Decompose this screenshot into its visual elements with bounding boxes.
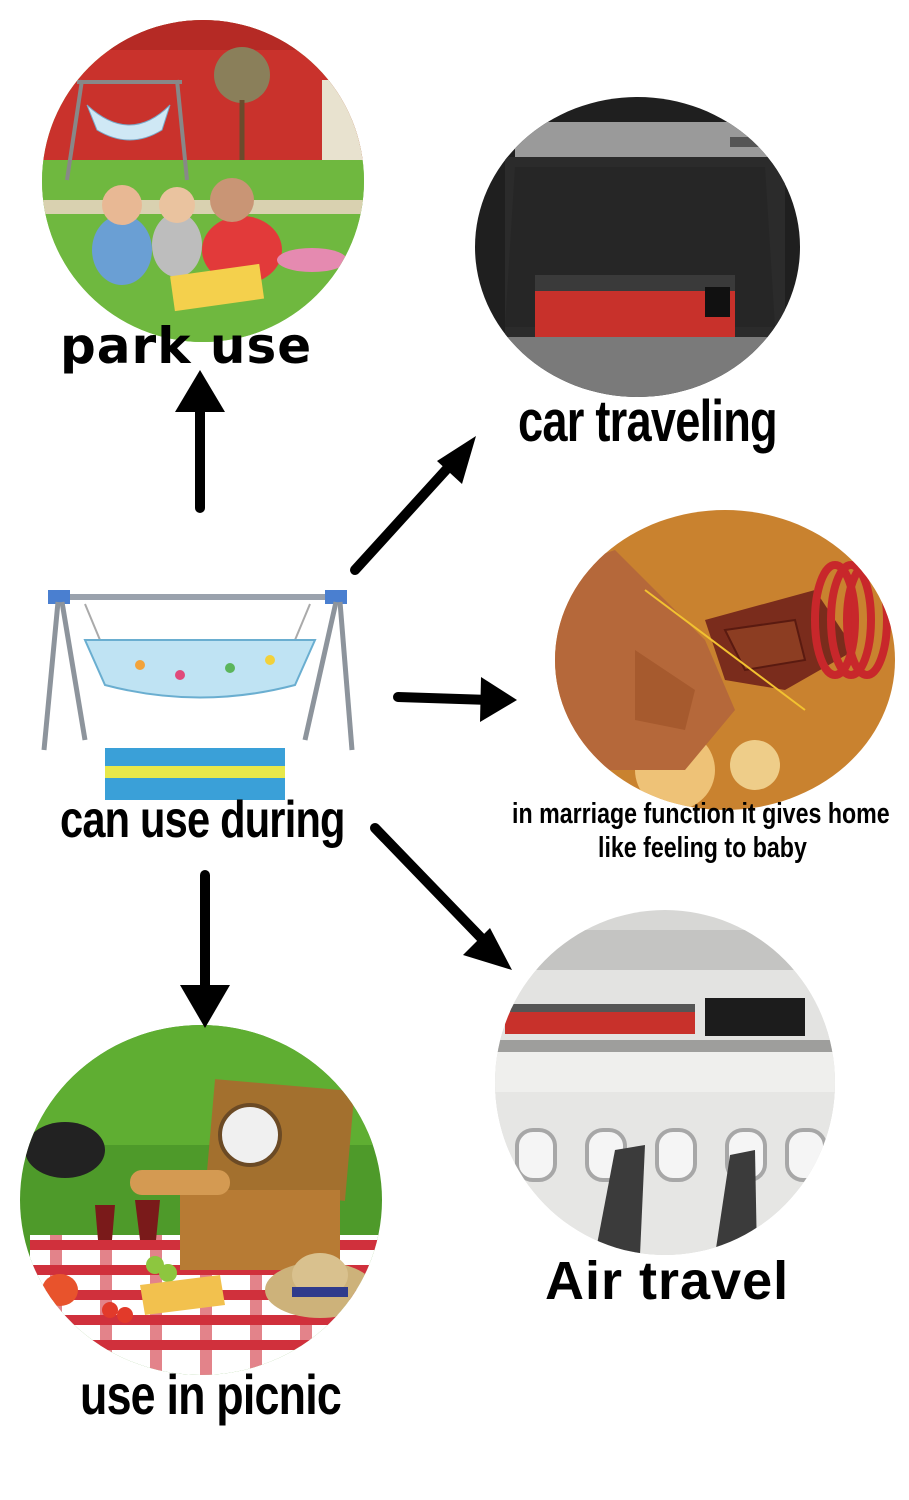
arrow-to-marriage <box>393 692 495 705</box>
air-travel-label: Air travel <box>545 1251 790 1311</box>
arrowhead-car <box>437 436 476 484</box>
arrowhead-picnic <box>180 985 230 1028</box>
cradle-photo <box>40 580 355 805</box>
cradle-photo-art <box>40 580 355 805</box>
marriage-photo-art <box>555 510 895 810</box>
air-photo <box>495 910 835 1255</box>
marriage-photo <box>555 510 895 810</box>
park-photo <box>42 20 364 342</box>
car-photo-art <box>475 97 800 397</box>
marriage-label-line2: like feeling to baby <box>598 832 807 864</box>
picnic-photo-art <box>20 1025 382 1375</box>
picnic-photo <box>20 1025 382 1375</box>
arrowhead-air <box>463 928 512 970</box>
air-photo-art <box>495 910 835 1255</box>
marriage-label-line1: in marriage function it gives home <box>512 798 890 830</box>
arrowhead-marriage <box>480 677 517 722</box>
arrow-to-air <box>370 823 493 950</box>
car-traveling-label: car traveling <box>518 389 778 454</box>
park-use-label: park use <box>60 317 313 375</box>
use-in-picnic-label: use in picnic <box>80 1363 342 1426</box>
can-use-during-label: can use during <box>60 791 345 849</box>
arrow-to-car <box>350 455 460 575</box>
arrowhead-park <box>175 370 225 412</box>
park-photo-art <box>42 20 364 342</box>
car-photo <box>475 97 800 397</box>
